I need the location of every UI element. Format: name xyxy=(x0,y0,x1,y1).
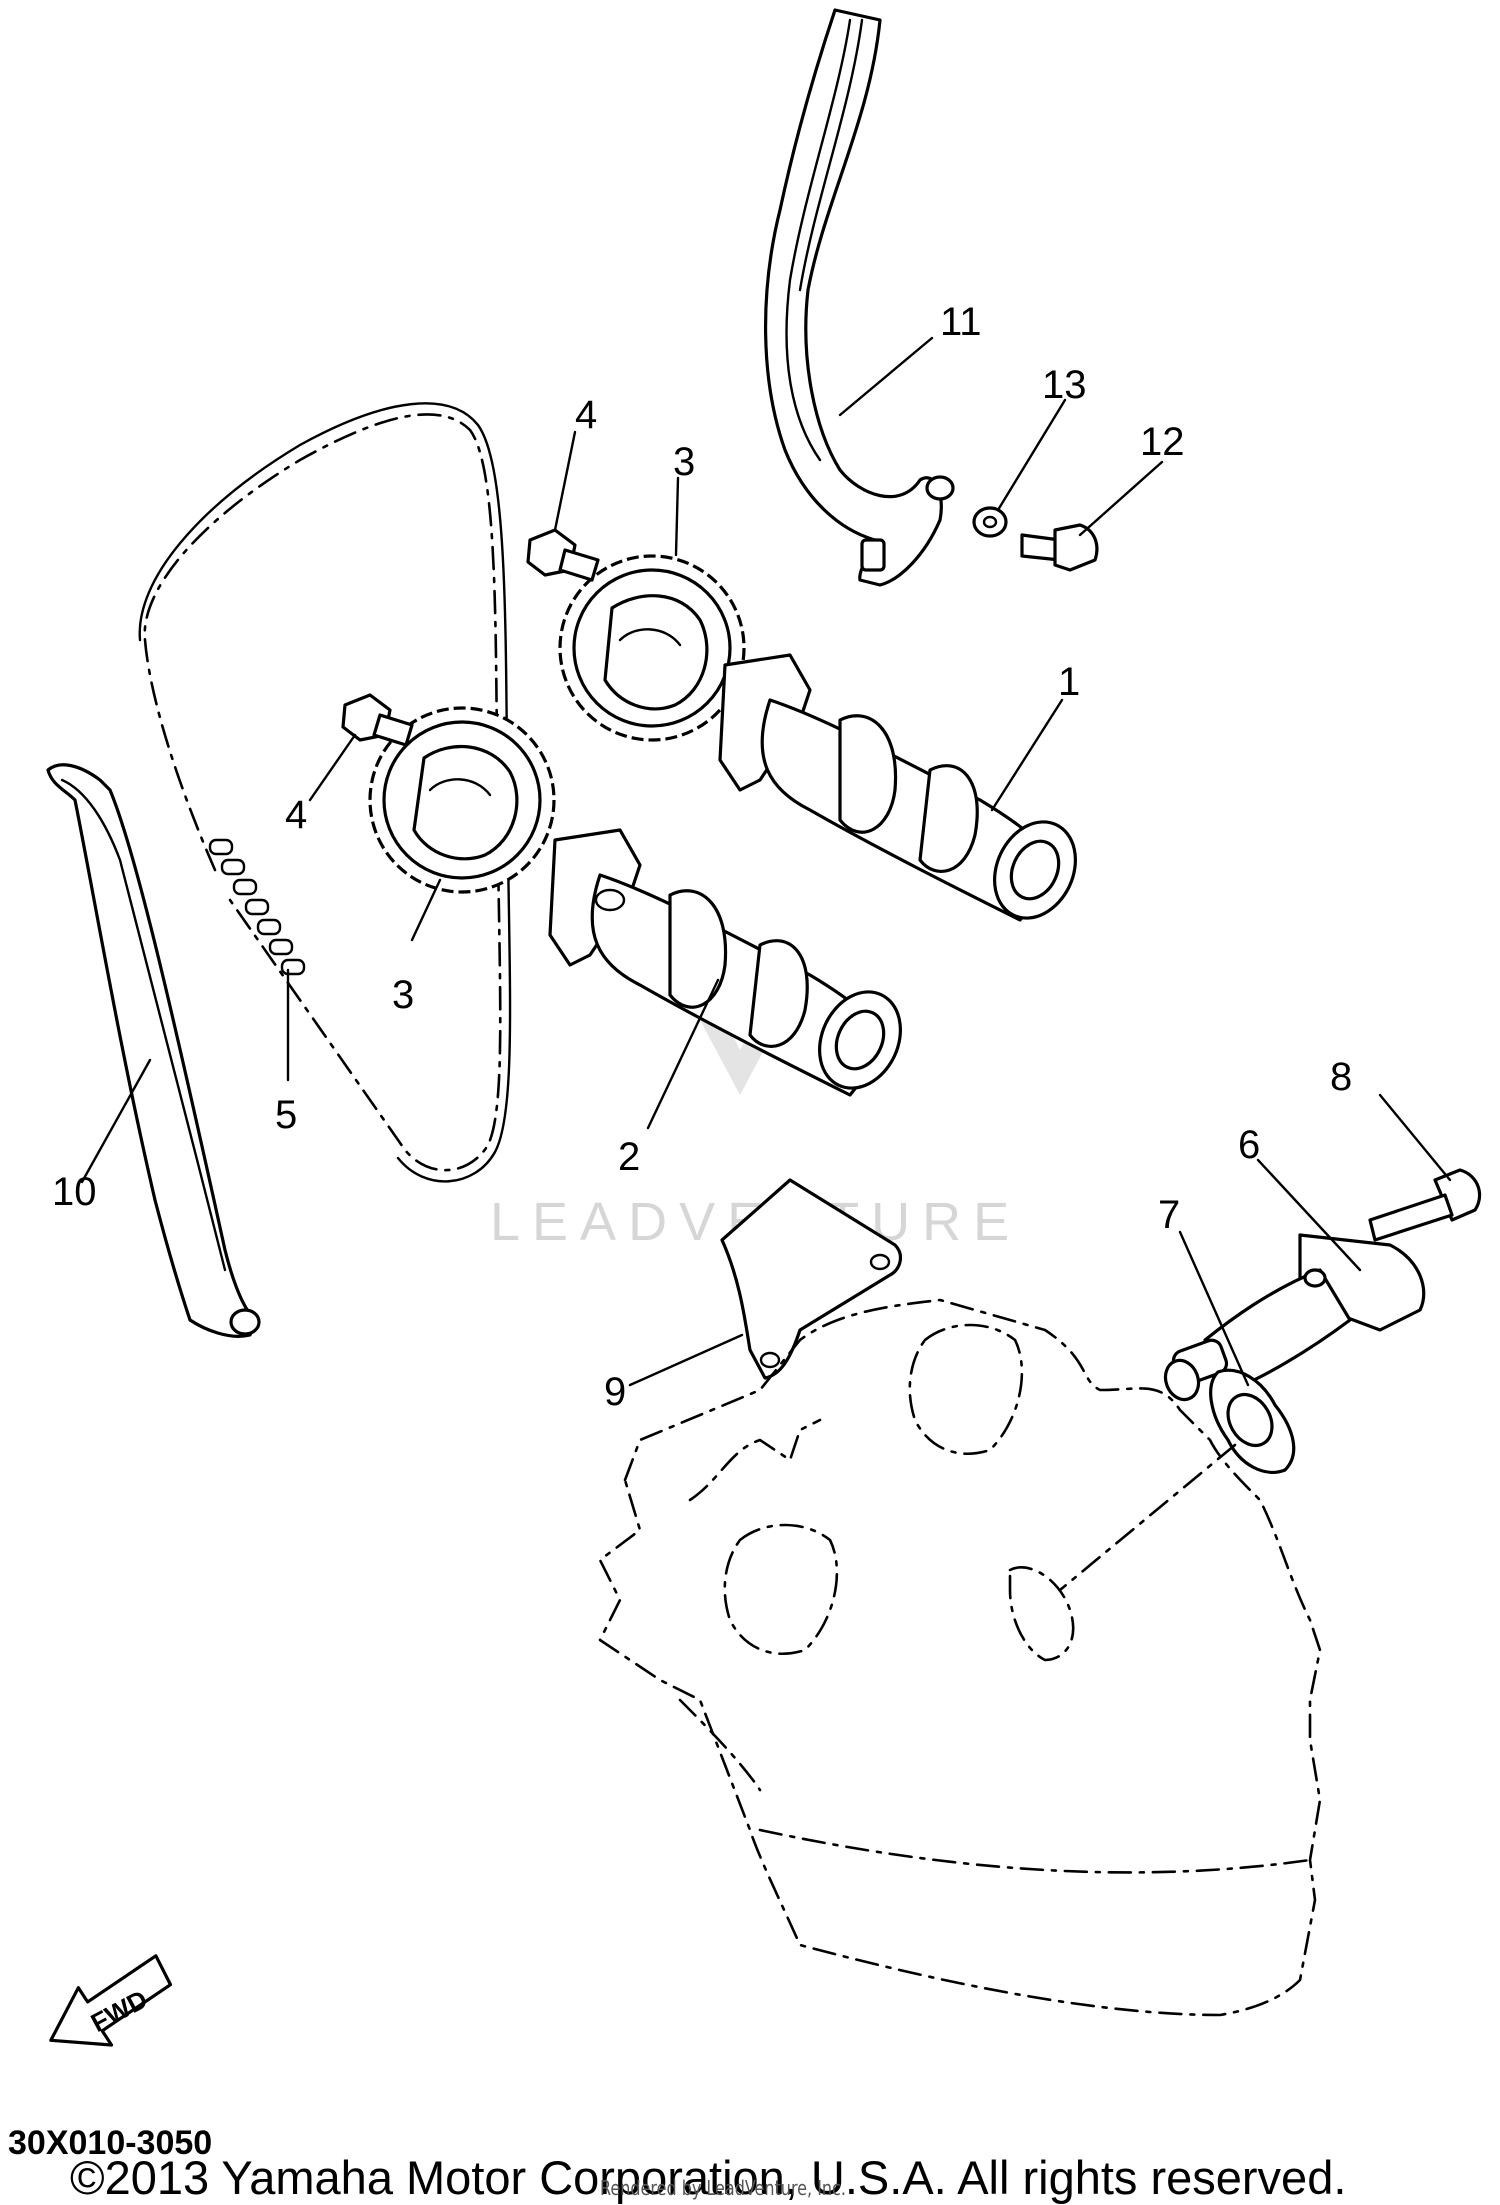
cylinder-head xyxy=(598,1298,1322,2017)
callout-4-upper: 4 xyxy=(575,393,597,437)
cam-chain-tensioner xyxy=(1163,1233,1426,1402)
sprocket-bolt-lower xyxy=(341,693,414,747)
callout-10: 10 xyxy=(52,1170,97,1214)
fwd-arrow-icon: FWD xyxy=(49,1954,173,2047)
sprocket-bolt-upper xyxy=(526,528,600,582)
cover-plate xyxy=(720,1178,903,1380)
callout-5: 5 xyxy=(275,1093,297,1137)
callout-8: 8 xyxy=(1330,1055,1352,1099)
callout-11: 11 xyxy=(940,300,982,344)
washer xyxy=(972,506,1008,538)
callout-12: 12 xyxy=(1140,420,1185,464)
cam-chain xyxy=(138,402,512,1183)
chain-guide-upper xyxy=(764,8,955,587)
callout-3-lower: 3 xyxy=(392,973,414,1017)
rendered-by-text: Rendered by LeadVenture, Inc. xyxy=(600,2176,846,2200)
callout-3-upper: 3 xyxy=(673,440,695,484)
callout-1: 1 xyxy=(1058,660,1080,704)
callout-2: 2 xyxy=(618,1135,640,1179)
tensioner-gasket xyxy=(1209,1368,1296,1474)
leader-lines xyxy=(80,336,1452,1387)
callout-7: 7 xyxy=(1158,1193,1180,1237)
callout-13: 13 xyxy=(1042,363,1087,407)
callout-4-lower: 4 xyxy=(285,793,307,837)
chain-links xyxy=(208,838,306,976)
callout-numbers: 1 2 3 3 4 4 5 6 7 8 9 10 11 12 13 xyxy=(52,300,1352,1414)
tensioner-bolt xyxy=(1368,1168,1482,1242)
cam-sprocket-lower xyxy=(368,706,556,894)
camshaft-1 xyxy=(718,653,1078,922)
cam-sprocket-upper xyxy=(558,554,746,742)
callout-9: 9 xyxy=(604,1370,626,1414)
bolt-12 xyxy=(1020,523,1099,572)
chain-guide xyxy=(46,763,261,1338)
copyright-text: ©2013 Yamaha Motor Corporation, U.S.A. A… xyxy=(70,2151,1347,2204)
diagram-code: 30X010-3050 xyxy=(8,2124,213,2162)
camshaft-2 xyxy=(548,828,903,1097)
callout-6: 6 xyxy=(1238,1123,1260,1167)
